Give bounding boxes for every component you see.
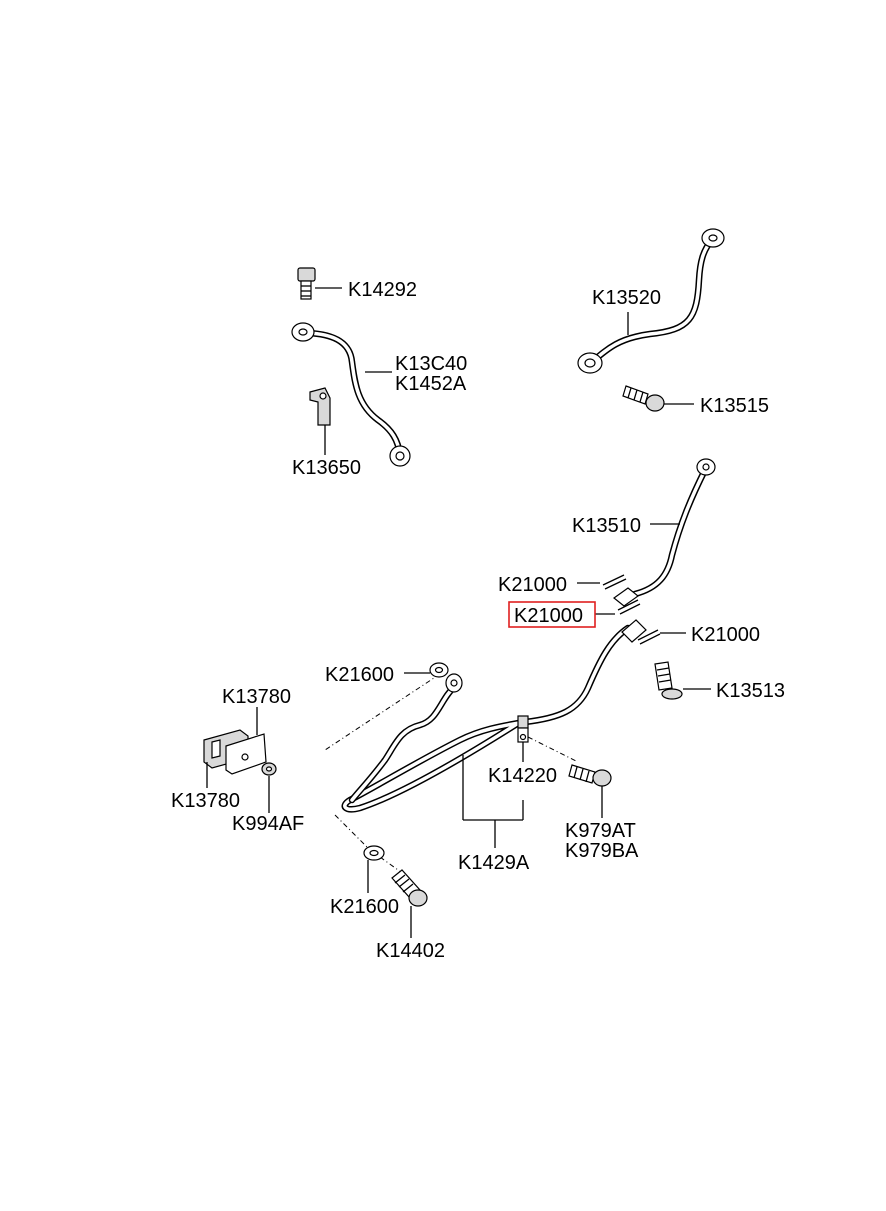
washer-k21600-a-icon — [429, 662, 449, 678]
pipe-k13c40-icon — [291, 322, 411, 467]
assembly-line-washer-top — [324, 673, 441, 751]
label-k979at[interactable]: K979AT — [565, 820, 636, 842]
pipe-k13510-icon — [613, 458, 716, 607]
label-k21600-a[interactable]: K21600 — [325, 664, 394, 686]
highlight-box — [508, 601, 596, 628]
clip-k13650-icon — [309, 387, 331, 426]
label-k979ba[interactable]: K979BA — [565, 840, 639, 862]
label-k21600-b[interactable]: K21600 — [330, 896, 399, 918]
bolt-k979at-icon — [568, 764, 612, 787]
o-ring-k21000-b-icon — [617, 599, 641, 615]
label-k1452a[interactable]: K1452A — [395, 373, 467, 395]
label-k994af[interactable]: K994AF — [232, 813, 304, 835]
label-k14292[interactable]: K14292 — [348, 279, 417, 301]
label-k21000-a[interactable]: K21000 — [498, 574, 567, 596]
bolt-k14402-icon — [391, 869, 428, 907]
bracket-k14220-icon — [517, 715, 529, 743]
label-k21000-c[interactable]: K21000 — [691, 624, 760, 646]
bolt-k14292-icon — [297, 267, 316, 300]
bolt-k13515-icon — [622, 385, 665, 412]
label-k13c40[interactable]: K13C40 — [395, 353, 467, 375]
pipe-k1429a-icon — [341, 619, 647, 813]
label-k21000-b[interactable]: K21000 — [514, 605, 583, 627]
label-k13513[interactable]: K13513 — [716, 680, 785, 702]
label-k13515[interactable]: K13515 — [700, 395, 769, 417]
assembly-line-washer-bottom — [334, 814, 373, 853]
leader-k1429a — [462, 755, 524, 848]
label-k13650[interactable]: K13650 — [292, 457, 361, 479]
o-ring-k21000-c-icon — [637, 629, 661, 645]
clip-k13780-icon — [203, 729, 267, 775]
o-ring-k21000-a-icon — [602, 574, 627, 590]
washer-k21600-b-icon — [363, 845, 385, 861]
nut-k994af-icon — [261, 762, 277, 776]
pipe-k13520-icon — [577, 228, 725, 374]
label-k14402[interactable]: K14402 — [376, 940, 445, 962]
label-k13510[interactable]: K13510 — [572, 515, 641, 537]
label-k13780-b[interactable]: K13780 — [171, 790, 240, 812]
assembly-line-bolt — [527, 736, 579, 763]
bolt-k13513-icon — [654, 661, 683, 700]
label-k13520[interactable]: K13520 — [592, 287, 661, 309]
label-k13780-a[interactable]: K13780 — [222, 686, 291, 708]
label-k14220[interactable]: K14220 — [488, 765, 557, 787]
label-k1429a[interactable]: K1429A — [458, 852, 530, 874]
